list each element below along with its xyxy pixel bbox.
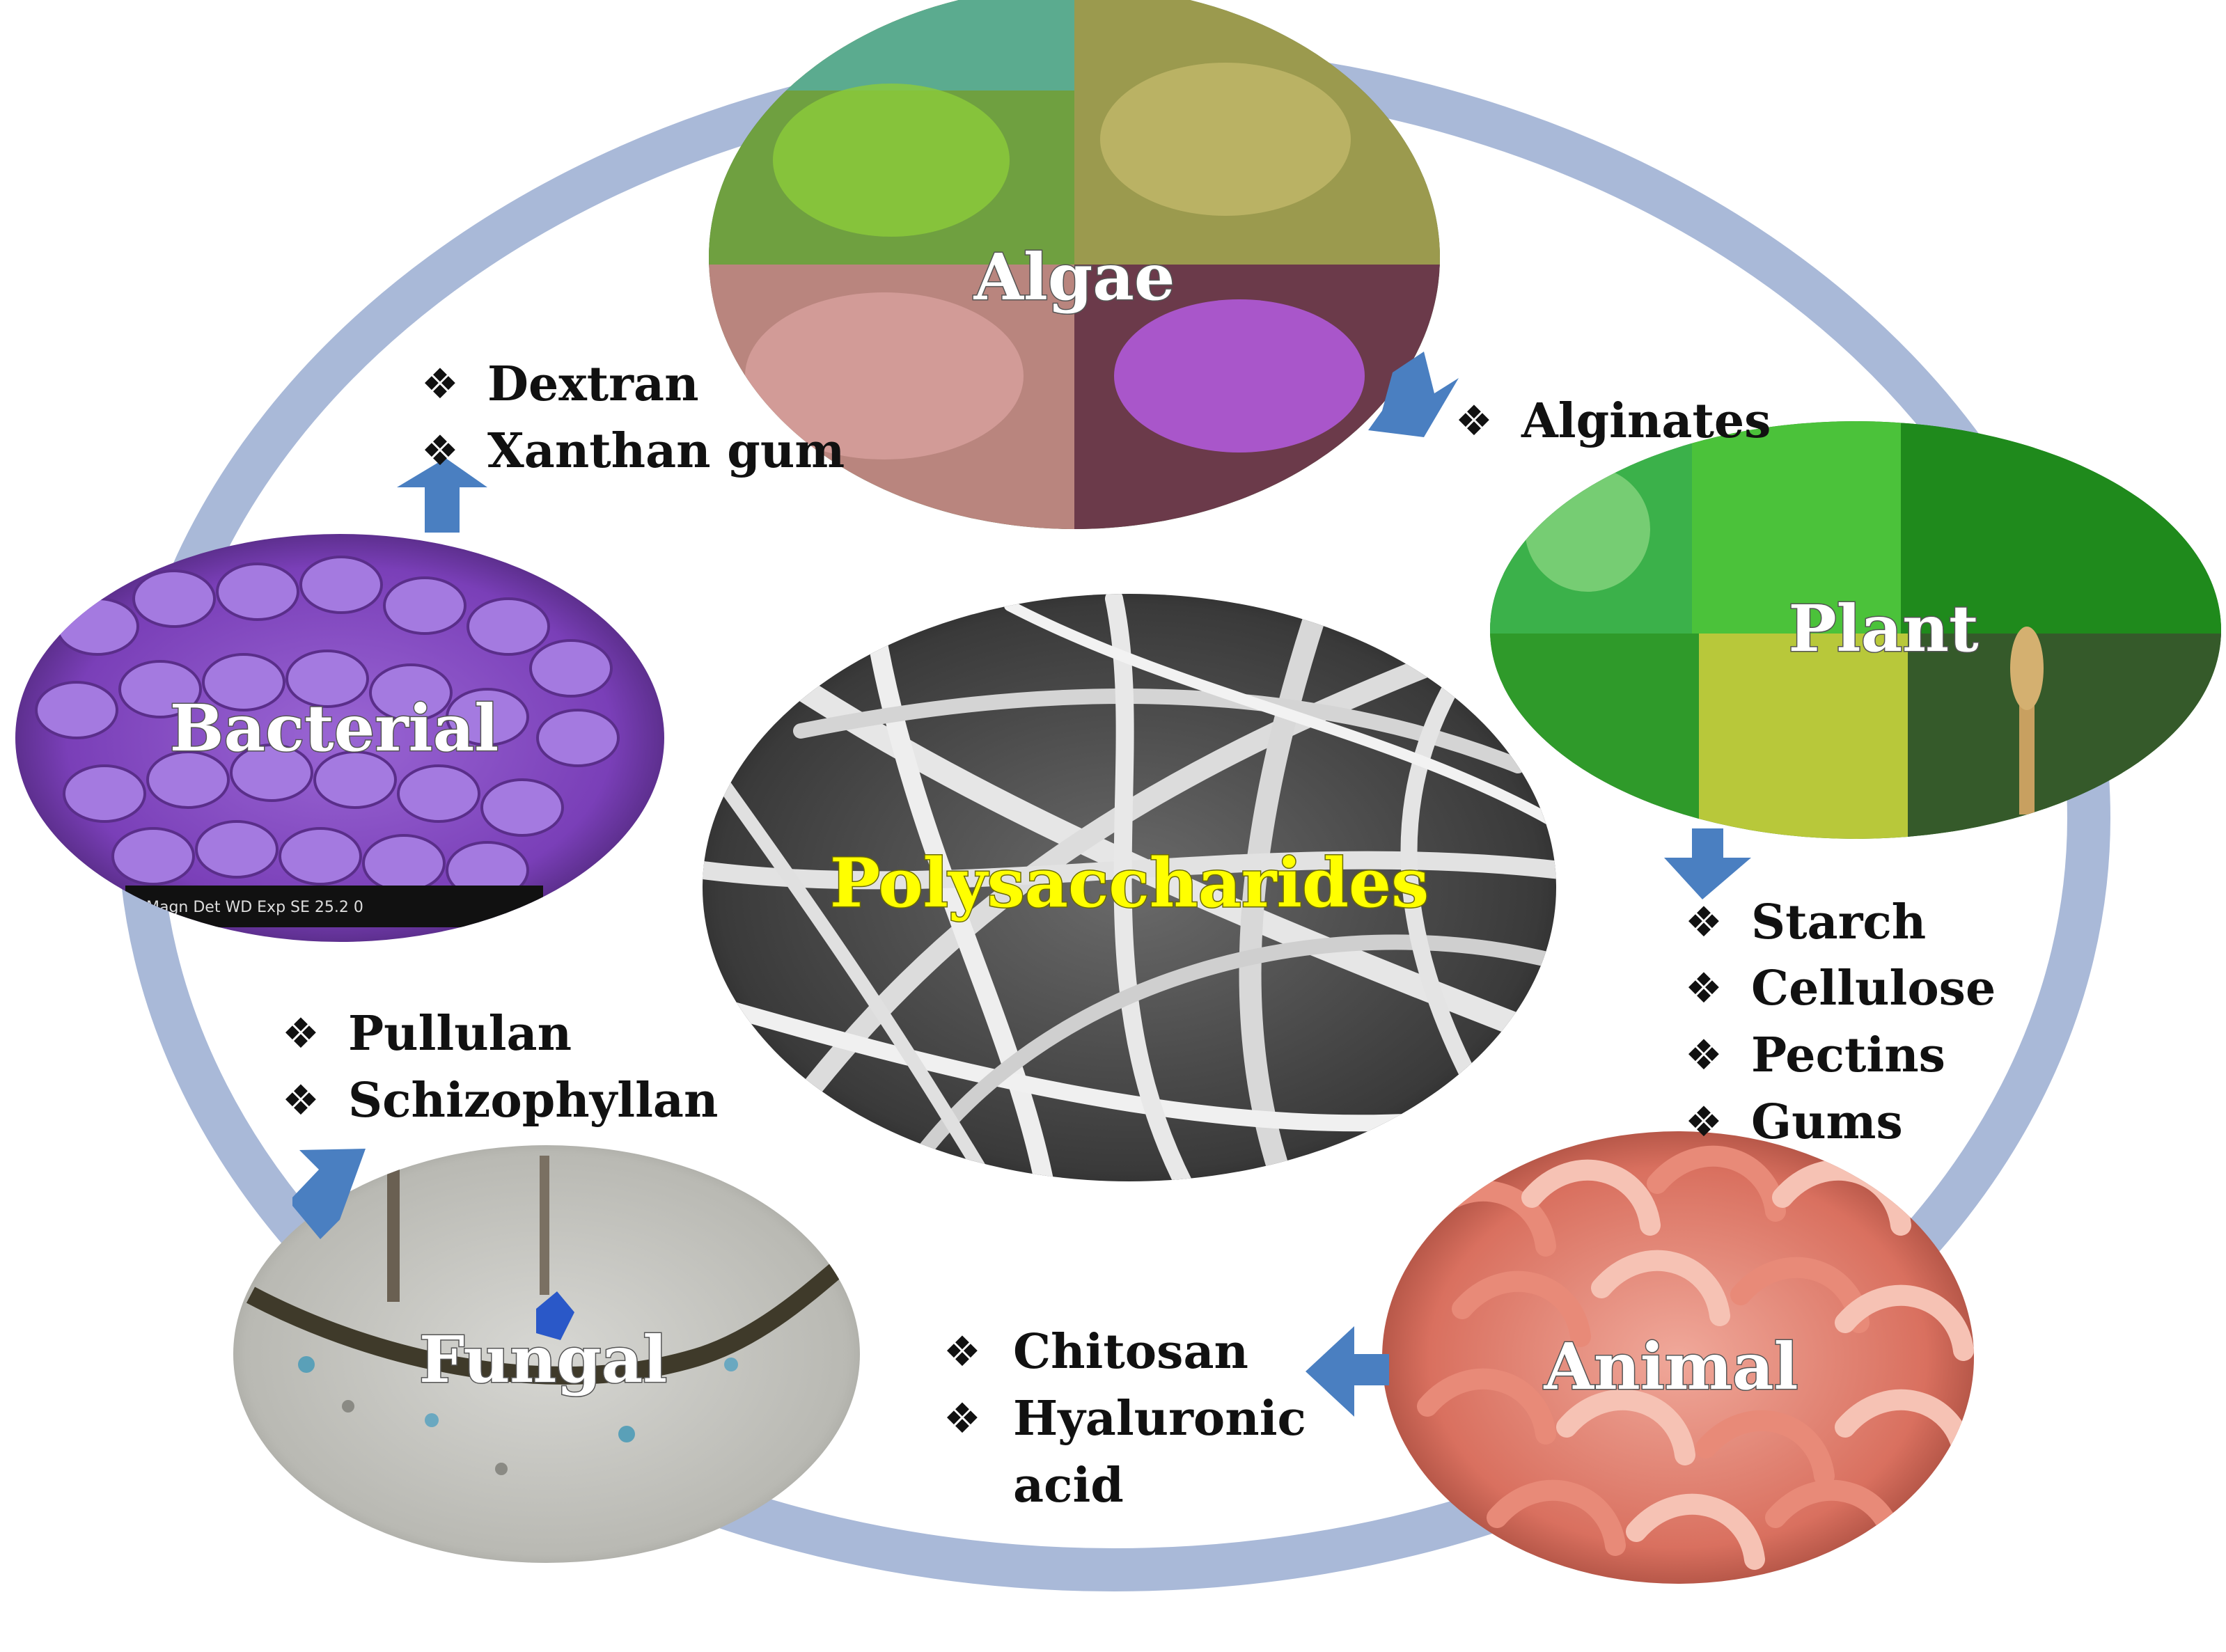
shrimp-shape xyxy=(1626,1493,1765,1570)
bacterial-cell xyxy=(63,764,146,823)
shrimp-shape xyxy=(1521,1159,1661,1236)
shrimp-shape xyxy=(1647,1145,1786,1222)
bullet-icon: ❖ xyxy=(1685,1031,1723,1080)
bacterial-cell xyxy=(35,681,118,739)
product-chitosan: Chitosan xyxy=(1013,1324,1248,1380)
bullet-icon: ❖ xyxy=(282,1009,320,1058)
bacterial-cell xyxy=(132,569,216,628)
bacterial-cell xyxy=(56,597,139,656)
product-starch: Starch xyxy=(1751,895,1926,950)
shrimp-shape xyxy=(1591,1250,1730,1326)
arrow-animal-to-chitosan xyxy=(1306,1326,1389,1417)
bacterial-image: Magn Det WD Exp SE 25.2 0 xyxy=(15,534,664,942)
bacterial-cell xyxy=(118,660,202,718)
product-hyaluronic: Hyaluronic xyxy=(1013,1391,1306,1447)
shrimp-shape xyxy=(1695,1410,1835,1486)
arrow-bacterial-to-dextran xyxy=(397,458,487,533)
bacterial-cell xyxy=(529,639,613,698)
fungal-products: ❖ Pullulan ❖ Schizophyllan xyxy=(282,1006,718,1128)
micrograph-readout: Magn Det WD Exp SE 25.2 0 xyxy=(146,899,363,916)
shrimp-shape xyxy=(1835,1284,1974,1361)
bacterial-cell xyxy=(111,827,195,886)
bacterial-cell xyxy=(202,653,285,711)
bacterial-cell xyxy=(299,556,383,614)
product-dextran: Dextran xyxy=(487,356,699,412)
bullet-icon: ❖ xyxy=(1685,898,1723,947)
source-label-algae: Algae xyxy=(973,239,1175,315)
bacterial-products: ❖ Dextran ❖ Xanthan gum xyxy=(421,356,845,479)
bullet-icon: ❖ xyxy=(421,427,459,475)
bacterial-cell xyxy=(369,663,453,722)
bacterial-cell xyxy=(195,820,279,879)
source-label-bacterial: Bacterial xyxy=(170,691,499,766)
bacterial-cell xyxy=(446,688,529,746)
bacterial-cell xyxy=(383,576,467,635)
bullet-icon: ❖ xyxy=(421,360,459,409)
bacterial-cell xyxy=(467,597,550,656)
bullet-icon: ❖ xyxy=(943,1328,981,1376)
animal-image xyxy=(1382,1131,1974,1584)
animal-products: ❖ Chitosan ❖ Hyaluronic acid xyxy=(943,1324,1306,1513)
source-label-animal: Animal xyxy=(1543,1329,1798,1404)
bacterial-cell xyxy=(362,834,446,892)
arrow-algae-to-alginates xyxy=(1368,352,1459,437)
bacterial-cell xyxy=(216,563,299,621)
product-acid: acid xyxy=(1013,1458,1124,1513)
shrimp-shape xyxy=(1452,1271,1591,1347)
plant-image xyxy=(1490,421,2221,839)
bullet-icon: ❖ xyxy=(1685,964,1723,1013)
source-label-fungal: Fungal xyxy=(419,1322,667,1397)
algae-products: ❖ Alginates xyxy=(1455,393,1771,449)
bacterial-cell xyxy=(285,650,369,708)
product-pectins: Pectins xyxy=(1751,1028,1945,1083)
source-label-plant: Plant xyxy=(1788,591,1979,666)
bacterial-cell xyxy=(146,750,230,809)
bacterial-cell xyxy=(230,744,313,802)
shrimp-shape xyxy=(1417,1368,1556,1445)
center-label: Polysaccharides xyxy=(830,844,1429,922)
shrimp-shape xyxy=(1487,1479,1626,1556)
product-schizophyllan: Schizophyllan xyxy=(348,1073,718,1128)
fungal-image xyxy=(233,1145,860,1563)
product-pullulan: Pullulan xyxy=(348,1006,572,1062)
product-gums: Gums xyxy=(1751,1094,1903,1150)
algae-image xyxy=(709,0,1440,529)
bacterial-cell xyxy=(397,764,480,823)
shrimp-shape xyxy=(1556,1389,1695,1465)
bullet-icon: ❖ xyxy=(943,1394,981,1443)
product-cellulose: Cellulose xyxy=(1751,961,1996,1016)
arrow-plant-to-starch xyxy=(1664,828,1751,899)
bullet-icon: ❖ xyxy=(1685,1098,1723,1147)
bacterial-cell xyxy=(313,750,397,809)
bacterial-cell xyxy=(279,827,362,886)
micrograph-scale-strip xyxy=(125,886,543,927)
product-alginates: Alginates xyxy=(1521,393,1771,449)
bullet-icon: ❖ xyxy=(282,1076,320,1125)
bacterial-cell xyxy=(536,709,620,767)
arrow-fungal-to-pullulan xyxy=(292,1149,366,1239)
bacterial-cell xyxy=(480,778,564,837)
plant-products: ❖ Starch ❖ Cellulose ❖ Pectins ❖ Gums xyxy=(1685,895,1996,1150)
bullet-icon: ❖ xyxy=(1455,397,1493,446)
product-xanthan-gum: Xanthan gum xyxy=(487,423,845,479)
